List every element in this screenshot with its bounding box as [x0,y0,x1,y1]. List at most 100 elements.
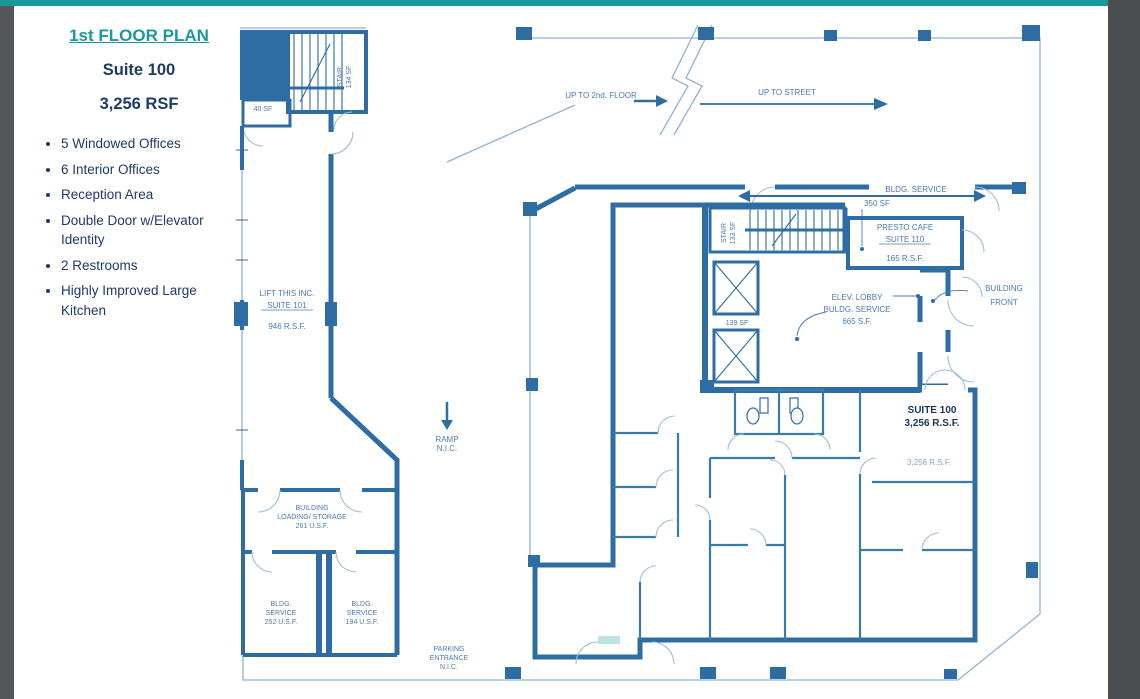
feature-item: Reception Area [61,185,238,205]
feature-item: 6 Interior Offices [61,160,238,180]
label-stair-nw: STAIR 134 SF [337,66,353,89]
toilet-icon [746,407,760,425]
corridor-diagonal-wall [329,396,400,490]
page-title: 1st FLOOR PLAN [69,26,209,45]
elevator-x [713,329,759,383]
door-arc [947,299,975,383]
svg-text:134 SF: 134 SF [346,66,353,89]
label-stair-core: STAIR 133 SF [721,222,737,245]
arrowhead [874,98,888,110]
elevator-shaft [712,260,760,316]
label-building-front-2: FRONT [990,298,1018,307]
label-svc194: BLDG. [351,601,372,608]
label-ramp: RAMP [435,435,458,444]
feature-item: Double Door w/Elevator Identity [61,211,238,250]
leader-curve [796,311,827,337]
leader-dot [916,294,920,298]
door-arc [961,229,985,298]
label-elev-lobby: ELEV. LOBBY [832,293,884,302]
feature-item: 5 Windowed Offices [61,134,238,154]
stair-core-updir [771,213,797,247]
nw-solid-block [240,30,290,100]
svg-text:STAIR: STAIR [337,67,344,87]
entry-gap [922,385,968,395]
presto-cafe-room [846,216,964,270]
label-350sf: 350 SF [864,199,890,208]
label-svc252-3: 252 U.S.F. [265,619,298,626]
left-frame-bar [0,6,14,699]
label-ramp-nic: N.I.C. [437,444,457,453]
label-165rsf: 165 R.S.F. [886,254,923,263]
suite-partitions [613,390,975,640]
building-boundary [242,37,1041,681]
feature-item: 2 Restrooms [61,256,238,276]
suite-subtitle: Suite 100 [102,61,176,79]
label-mask [869,184,963,195]
label-40sf: 40 SF [254,106,273,113]
label-665sf: 665 S.F. [842,317,871,326]
double-door-arc [924,369,966,391]
label-presto-cafe: PRESTO CAFE [877,223,933,232]
lobby-east-wall [917,267,951,390]
arrowhead [441,420,453,430]
divider-wall [326,552,332,655]
leader-dot [795,337,799,341]
core-north-wall [705,202,848,252]
arrowhead [656,95,668,107]
label-parking-2: ENTRANCE [430,655,469,662]
feature-list: 5 Windowed Offices 6 Interior Offices Re… [40,134,238,321]
right-frame-bar [1108,0,1140,699]
door-arc [727,433,831,451]
leader-dot [931,299,935,303]
column [234,302,248,326]
entry-gap [598,636,620,644]
label-mask [854,198,900,208]
label-loading: BUILDING [295,505,328,512]
stair-nw-updir [299,43,331,103]
label-building-front: BUILDING [985,284,1023,293]
perimeter-columns [505,25,1040,679]
label-946rsf: 946 R.S.F. [268,322,305,331]
door-arc [251,551,357,573]
door-arc [333,111,353,131]
angled-wall [528,185,577,215]
arrowhead-right [974,190,986,202]
label-suite-110: SUITE 110 [886,235,925,244]
stair-nw-steps [293,34,343,110]
label-261usf: 261 U.S.F. [296,523,329,530]
label-suite-101: SUITE 101 [267,301,307,310]
top-accent-strip [0,0,1108,6]
label-bldg-service: BLDG. SERVICE [885,185,946,194]
label-svc252: BLDG. [270,601,291,608]
rsf-subtitle: 3,256 RSF [99,95,179,113]
summary-panel: 1st FLOOR PLAN Suite 100 3,256 RSF 5 Win… [40,26,238,327]
ramp-diagonal [446,104,576,163]
label-svc252-2: SERVICE [266,610,297,617]
label-up-2nd-floor: UP TO 2nd. FLOOR [565,91,637,100]
label-svc194-3: 194 U.S.F. [346,619,379,626]
label-suite-100: SUITE 100 [908,405,957,416]
stair-nw-room [286,30,368,114]
label-svc194-2: SERVICE [347,610,378,617]
leader-dot [860,247,864,251]
leader-curve [934,289,969,301]
feature-item: Highly Improved Large Kitchen [61,281,238,320]
door-arc [330,131,354,155]
door-arc [242,125,264,147]
label-lift-this-inc: LIFT THIS INC. [260,289,315,298]
door-arc [257,489,363,513]
label-suite-100-rsf-faint: 3,256 R.S.F. [907,458,951,467]
svg-text:STAIR: STAIR [721,223,728,243]
elevator-x [713,261,759,315]
divider-wall [316,552,322,655]
label-elev-lobby-2: BULDG. SERVICE [824,305,891,314]
window-ticks [236,149,248,431]
room-40sf [241,98,292,128]
toilet-icon [759,397,769,414]
label-139sf: 139 SF [726,320,749,327]
label-parking: PARKING [434,646,465,653]
break-symbol [659,24,713,136]
suite-100-region [532,202,978,660]
column [325,302,337,326]
